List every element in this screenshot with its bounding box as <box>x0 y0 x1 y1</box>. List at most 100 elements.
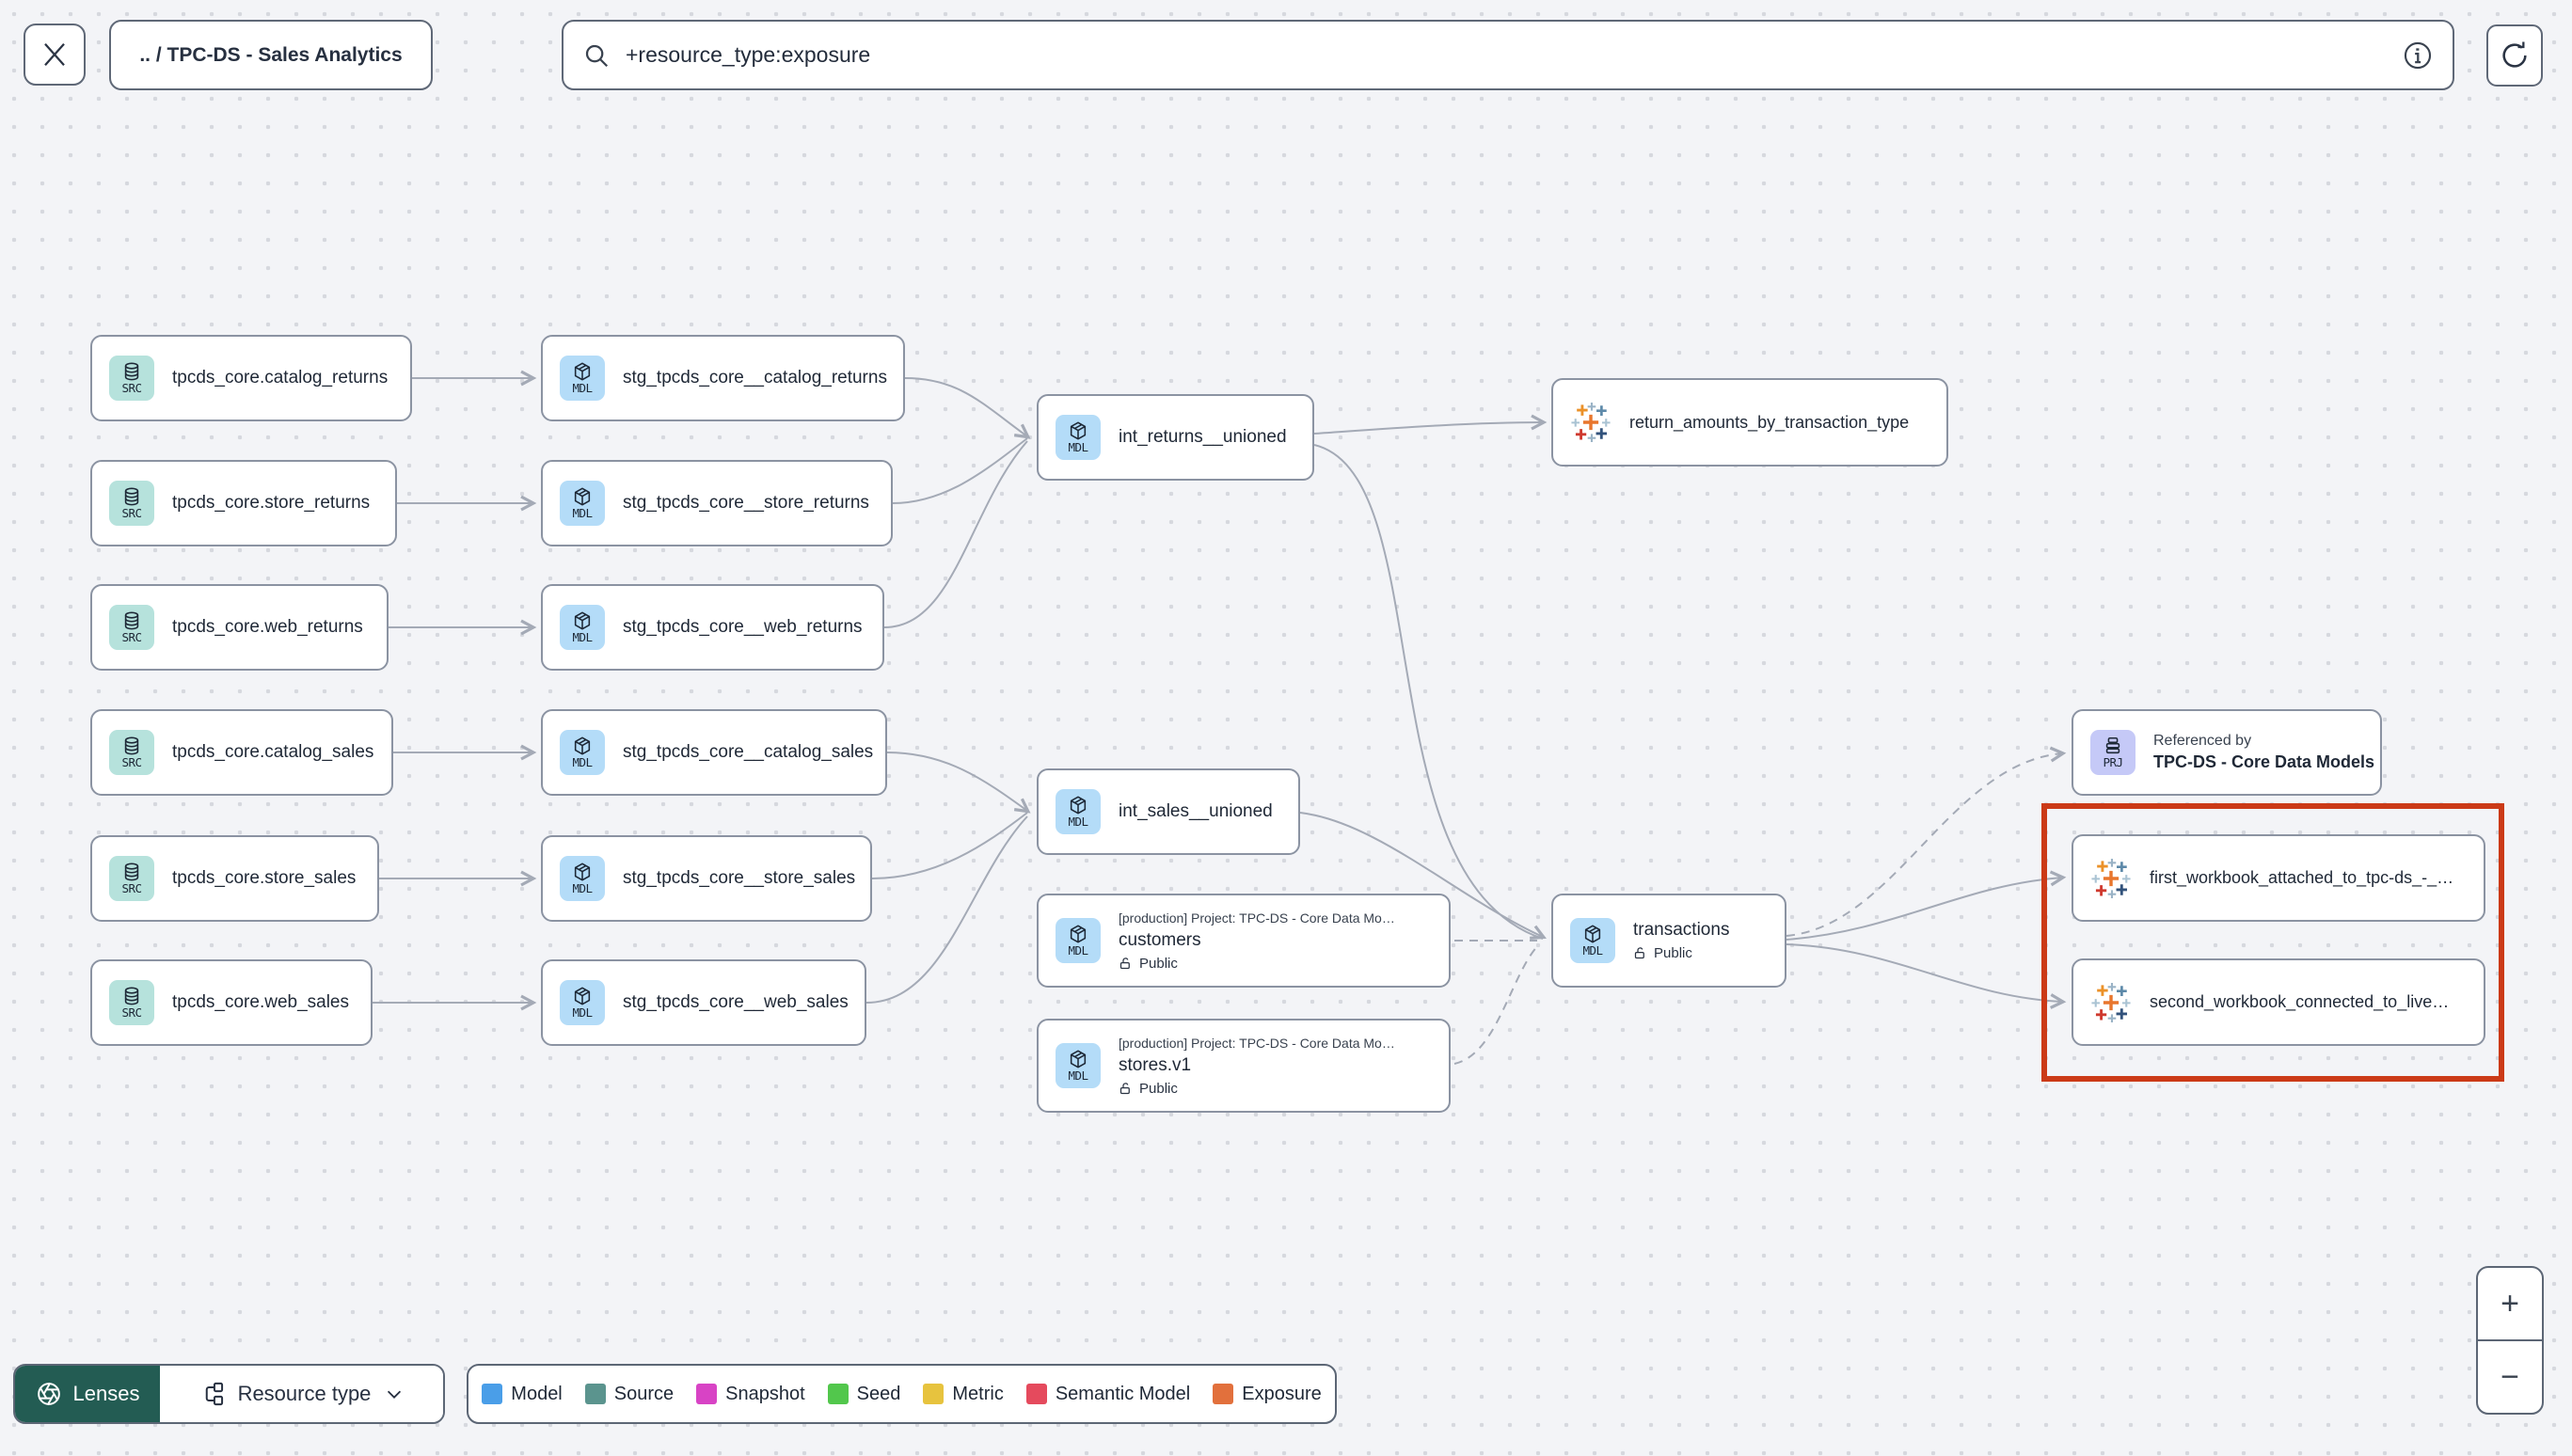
legend-item-model: Model <box>482 1384 563 1405</box>
node-stg-store-returns[interactable]: MDL stg_tpcds_core__store_returns <box>541 460 893 546</box>
model-badge: MDL <box>1056 1043 1101 1088</box>
legend-swatch-model <box>482 1384 503 1404</box>
database-icon <box>121 986 142 1006</box>
node-source-store-returns[interactable]: SRC tpcds_core.store_returns <box>90 460 397 546</box>
node-stores-v1[interactable]: MDL [production] Project: TPC-DS - Core … <box>1037 1019 1451 1113</box>
source-badge: SRC <box>109 481 154 526</box>
legend-swatch-metric <box>923 1384 945 1404</box>
source-badge: SRC <box>109 980 154 1025</box>
node-int-sales-unioned[interactable]: MDL int_sales__unioned <box>1037 768 1300 855</box>
legend-item-seed: Seed <box>827 1384 900 1405</box>
package-icon <box>572 361 593 382</box>
legend-swatch-exposure <box>1213 1384 1234 1404</box>
node-stg-web-returns[interactable]: MDL stg_tpcds_core__web_returns <box>541 584 884 671</box>
refresh-button[interactable] <box>2486 24 2543 87</box>
database-icon <box>121 361 142 382</box>
resource-type-legend: Model Source Snapshot Seed Metric Semant… <box>467 1364 1337 1424</box>
node-customers[interactable]: MDL [production] Project: TPC-DS - Core … <box>1037 894 1451 988</box>
package-icon <box>572 986 593 1006</box>
source-badge: SRC <box>109 730 154 775</box>
minus-icon: − <box>2501 1358 2519 1395</box>
node-source-store-sales[interactable]: SRC tpcds_core.store_sales <box>90 835 379 922</box>
lenses-button[interactable]: Lenses <box>15 1366 160 1422</box>
info-icon[interactable] <box>2402 40 2434 71</box>
legend-swatch-seed <box>827 1384 849 1404</box>
database-icon <box>121 736 142 756</box>
legend-swatch-snapshot <box>696 1384 718 1404</box>
search-input[interactable] <box>626 42 2387 68</box>
project-badge: PRJ <box>2090 730 2135 775</box>
legend-item-semantic-model: Semantic Model <box>1025 1384 1190 1405</box>
unlock-icon <box>1119 957 1133 971</box>
breadcrumb-label: .. / TPC-DS - Sales Analytics <box>139 43 403 66</box>
zoom-out-button[interactable]: − <box>2478 1339 2542 1413</box>
legend-swatch-semantic-model <box>1025 1384 1047 1404</box>
unlock-icon <box>1119 1082 1133 1096</box>
source-badge: SRC <box>109 605 154 650</box>
zoom-in-button[interactable]: + <box>2478 1268 2542 1339</box>
access-label: Public <box>1119 1081 1395 1097</box>
node-source-web-returns[interactable]: SRC tpcds_core.web_returns <box>90 584 389 671</box>
node-exposure-first-workbook[interactable]: first_workbook_attached_to_tpc-ds_-_… <box>2072 834 2485 922</box>
resource-type-dropdown[interactable]: Resource type <box>160 1366 443 1422</box>
tableau-icon <box>2090 858 2132 899</box>
package-icon <box>1582 924 1603 944</box>
package-icon <box>1068 1049 1088 1069</box>
node-stg-catalog-sales[interactable]: MDL stg_tpcds_core__catalog_sales <box>541 709 887 796</box>
chevron-down-icon <box>388 1390 402 1399</box>
package-icon <box>572 486 593 507</box>
aperture-icon <box>37 1382 60 1406</box>
model-badge: MDL <box>1056 918 1101 963</box>
network-icon <box>205 1382 223 1406</box>
model-badge: MDL <box>560 481 605 526</box>
node-source-web-sales[interactable]: SRC tpcds_core.web_sales <box>90 959 373 1046</box>
model-badge: MDL <box>560 730 605 775</box>
node-stg-store-sales[interactable]: MDL stg_tpcds_core__store_sales <box>541 835 872 922</box>
source-badge: SRC <box>109 856 154 901</box>
legend-item-metric: Metric <box>923 1384 1004 1405</box>
close-icon <box>44 43 65 66</box>
node-source-catalog-returns[interactable]: SRC tpcds_core.catalog_returns <box>90 335 412 421</box>
node-transactions[interactable]: MDL transactions Public <box>1551 894 1786 988</box>
search-bar[interactable] <box>562 20 2454 90</box>
legend-item-snapshot: Snapshot <box>696 1384 805 1405</box>
package-icon <box>572 610 593 631</box>
legend-item-source: Source <box>584 1384 674 1405</box>
unlock-icon <box>1633 946 1647 960</box>
stack-icon <box>2103 736 2123 756</box>
refresh-icon <box>2502 41 2527 68</box>
legend-swatch-source <box>584 1384 606 1404</box>
lens-controls: Lenses Resource type <box>13 1364 445 1424</box>
model-badge: MDL <box>560 605 605 650</box>
node-stg-web-sales[interactable]: MDL stg_tpcds_core__web_sales <box>541 959 866 1046</box>
tableau-icon <box>2090 982 2132 1023</box>
search-icon <box>585 44 609 67</box>
plus-icon: + <box>2501 1285 2519 1321</box>
node-exposure-return-amounts[interactable]: return_amounts_by_transaction_type <box>1551 378 1948 467</box>
node-int-returns-unioned[interactable]: MDL int_returns__unioned <box>1037 394 1314 481</box>
model-badge: MDL <box>560 980 605 1025</box>
model-badge: MDL <box>1056 789 1101 834</box>
package-icon <box>572 862 593 882</box>
database-icon <box>121 486 142 507</box>
close-button[interactable] <box>24 24 86 86</box>
model-badge: MDL <box>560 856 605 901</box>
package-icon <box>572 736 593 756</box>
model-badge: MDL <box>1570 918 1615 963</box>
node-referenced-by-project[interactable]: PRJ Referenced by TPC-DS - Core Data Mod… <box>2072 709 2382 796</box>
model-badge: MDL <box>560 356 605 401</box>
zoom-controls: + − <box>2476 1266 2544 1415</box>
node-exposure-second-workbook[interactable]: second_workbook_connected_to_live… <box>2072 958 2485 1046</box>
access-label: Public <box>1633 945 1729 961</box>
package-icon <box>1068 420 1088 441</box>
package-icon <box>1068 795 1088 815</box>
database-icon <box>121 610 142 631</box>
node-stg-catalog-returns[interactable]: MDL stg_tpcds_core__catalog_returns <box>541 335 905 421</box>
access-label: Public <box>1119 956 1395 972</box>
legend-item-exposure: Exposure <box>1213 1384 1322 1405</box>
node-source-catalog-sales[interactable]: SRC tpcds_core.catalog_sales <box>90 709 393 796</box>
source-badge: SRC <box>109 356 154 401</box>
package-icon <box>1068 924 1088 944</box>
breadcrumb[interactable]: .. / TPC-DS - Sales Analytics <box>109 20 433 90</box>
